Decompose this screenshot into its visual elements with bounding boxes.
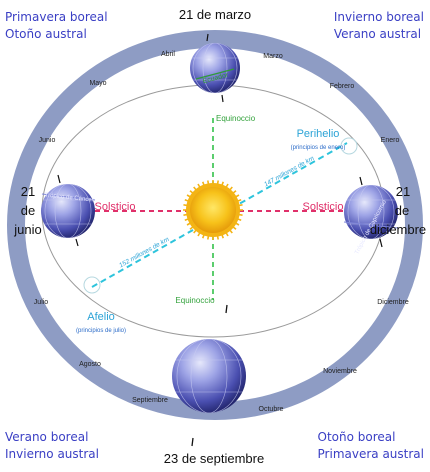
sun-ray [193, 229, 197, 234]
sun-ray [186, 222, 191, 226]
date-label-june-line2: de [21, 203, 35, 218]
sun-ray [207, 235, 210, 240]
season-bottom-left-line2: Invierno austral [5, 447, 99, 461]
month-label-june: Junio [39, 137, 56, 144]
month-label-april: Abril [161, 51, 175, 58]
sun-ray [201, 181, 205, 186]
sun-ray [238, 204, 243, 207]
season-top-left-line2: Otoño austral [5, 27, 87, 41]
date-label-september: 23 de septiembre [164, 451, 264, 466]
sun-ray [225, 183, 229, 188]
month-label-january: Enero [381, 137, 400, 144]
sun-ray [221, 234, 225, 239]
sun-ray [216, 235, 219, 240]
sun-ray [186, 194, 191, 198]
tropic-cancer-label: Trópico de Cáncer [44, 192, 93, 203]
sun-ray [201, 234, 205, 239]
perihelion-note: (principios de enero) [291, 145, 346, 151]
month-label-september: Septiembre [132, 397, 168, 404]
month-label-august: Agosto [79, 361, 101, 368]
perihelion-label: Perihelio [297, 128, 340, 140]
month-label-july: Julio [34, 299, 49, 306]
date-label-june-line3: junio [13, 222, 41, 237]
date-label-june: 21 de junio [13, 184, 41, 237]
sun-ray [229, 186, 233, 191]
aphelion-marker [83, 276, 101, 294]
solstice-label-right: Solsticio [303, 201, 344, 213]
distance-label-perihelion: 147 millones de km [263, 155, 316, 189]
sun-ray [207, 180, 210, 185]
season-bottom-right-line1: Otoño boreal [317, 430, 396, 444]
sun-ray [221, 181, 225, 186]
month-labels: Abril Marzo Mayo Febrero Junio Enero Jul… [34, 51, 409, 413]
date-label-march: 21 de marzo [179, 7, 251, 22]
month-label-may: Mayo [89, 80, 106, 87]
season-label-top-left: Primavera boreal Otoño austral [5, 9, 108, 43]
sun [183, 180, 243, 240]
sun-ray [183, 213, 188, 216]
month-label-december: Diciembre [377, 299, 409, 306]
month-label-november: Noviembre [323, 368, 357, 375]
date-label-december-line3: diciembre [370, 222, 426, 237]
month-label-october: Octubre [259, 406, 284, 413]
sun-ray [232, 226, 237, 230]
earth-june [41, 174, 96, 247]
sun-ray [237, 218, 242, 222]
season-label-bottom-right: Otoño boreal Primavera austral [318, 429, 424, 463]
aphelion-note: (principios de julio) [76, 328, 126, 334]
aphelion-label: Afelio [87, 311, 115, 323]
sun-ray [232, 190, 237, 194]
sun-ray [197, 232, 201, 237]
sun-ray [229, 229, 233, 234]
month-label-february: Febrero [330, 83, 355, 90]
sun-ray [216, 180, 219, 185]
date-label-june-line1: 21 [21, 184, 35, 199]
sun-ray [237, 198, 242, 202]
equinox-label-top: Equinoccio [216, 114, 256, 123]
season-label-bottom-left: Verano boreal Invierno austral [5, 429, 99, 463]
sun-ray [184, 198, 189, 202]
perihelion-marker [340, 137, 358, 155]
earth-september [172, 304, 246, 447]
sun-ray [235, 194, 240, 198]
date-label-december-line1: 21 [396, 184, 410, 199]
date-label-december-line2: de [395, 203, 409, 218]
sun-ray [235, 222, 240, 226]
season-top-left-line1: Primavera boreal [5, 10, 108, 24]
sun-ray [184, 218, 189, 222]
season-bottom-right-line2: Primavera austral [317, 447, 424, 461]
equinox-label-bottom: Equinoccio [175, 296, 215, 305]
season-top-right-line1: Invierno boreal [333, 10, 424, 24]
month-label-march: Marzo [263, 53, 283, 60]
date-label-december: 21 de diciembre [370, 184, 426, 237]
sun-ray [189, 226, 194, 230]
earth-march [190, 33, 240, 103]
earth-december [343, 176, 399, 248]
season-top-right-line2: Verano austral [333, 27, 422, 41]
distance-label-aphelion: 152 millones de km [118, 236, 171, 270]
sun-ray [238, 213, 243, 216]
sun-ray [197, 183, 201, 188]
sun-ray [225, 232, 229, 237]
apsis-line [91, 142, 348, 288]
sun-ray [183, 204, 188, 207]
season-bottom-left-line1: Verano boreal [5, 430, 89, 444]
season-label-top-right: Invierno boreal Verano austral [334, 9, 424, 43]
solstice-label-left: Solsticio [95, 201, 136, 213]
sun-ray [193, 186, 197, 191]
sun-ray [189, 190, 194, 194]
